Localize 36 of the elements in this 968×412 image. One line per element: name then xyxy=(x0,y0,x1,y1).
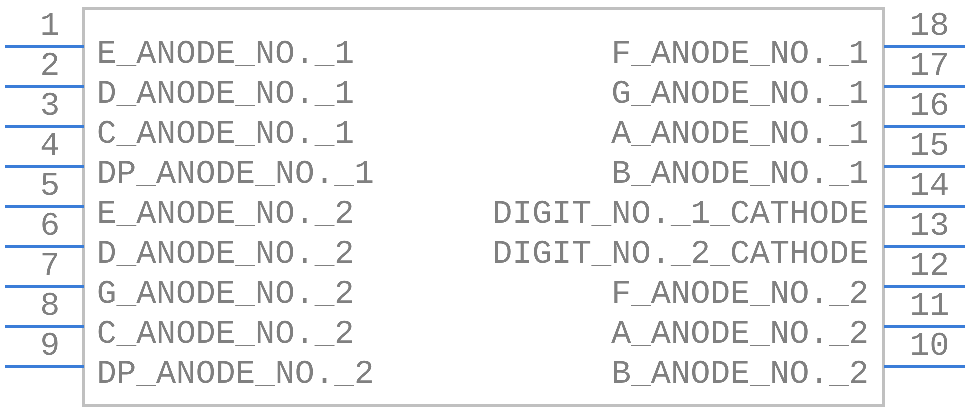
pin-name: B_ANODE_NO._2 xyxy=(612,357,869,393)
pin-name: F_ANODE_NO._1 xyxy=(612,37,869,73)
pin-name: C_ANODE_NO._2 xyxy=(97,317,354,353)
pin-name: D_ANODE_NO._2 xyxy=(97,237,354,273)
pin-number: 5 xyxy=(40,169,60,205)
pin-name: DP_ANODE_NO._1 xyxy=(97,157,374,193)
pin-number: 17 xyxy=(910,49,950,85)
pin-name: E_ANODE_NO._2 xyxy=(97,197,354,233)
pin-number: 12 xyxy=(910,249,950,285)
pin-number: 18 xyxy=(910,9,950,45)
pin-name: G_ANODE_NO._1 xyxy=(612,77,869,113)
pin-name: B_ANODE_NO._1 xyxy=(612,157,869,193)
pin-number: 14 xyxy=(910,169,950,205)
pin-name: DIGIT_NO._1_CATHODE xyxy=(492,197,869,233)
pin-number: 9 xyxy=(40,329,60,365)
pin-name: D_ANODE_NO._1 xyxy=(97,77,354,113)
pin-name: DP_ANODE_NO._2 xyxy=(97,357,374,393)
pin-number: 13 xyxy=(910,209,950,245)
pin-number: 10 xyxy=(910,329,950,365)
pin-number: 6 xyxy=(40,209,60,245)
pin-number: 1 xyxy=(40,9,60,45)
pin-number: 16 xyxy=(910,89,950,125)
pin-number: 2 xyxy=(40,49,60,85)
pin-name: A_ANODE_NO._2 xyxy=(612,317,869,353)
pin-number: 11 xyxy=(910,289,950,325)
pin-number: 4 xyxy=(40,129,60,165)
pin-name: DIGIT_NO._2_CATHODE xyxy=(492,237,869,273)
pin-number: 15 xyxy=(910,129,950,165)
pin-name: C_ANODE_NO._1 xyxy=(97,117,354,153)
pin-number: 8 xyxy=(40,289,60,325)
pin-number: 3 xyxy=(40,89,60,125)
pin-name: G_ANODE_NO._2 xyxy=(97,277,354,313)
pin-name: E_ANODE_NO._1 xyxy=(97,37,354,73)
pin-name: F_ANODE_NO._2 xyxy=(612,277,869,313)
pin-name: A_ANODE_NO._1 xyxy=(612,117,869,153)
pin-number: 7 xyxy=(40,249,60,285)
